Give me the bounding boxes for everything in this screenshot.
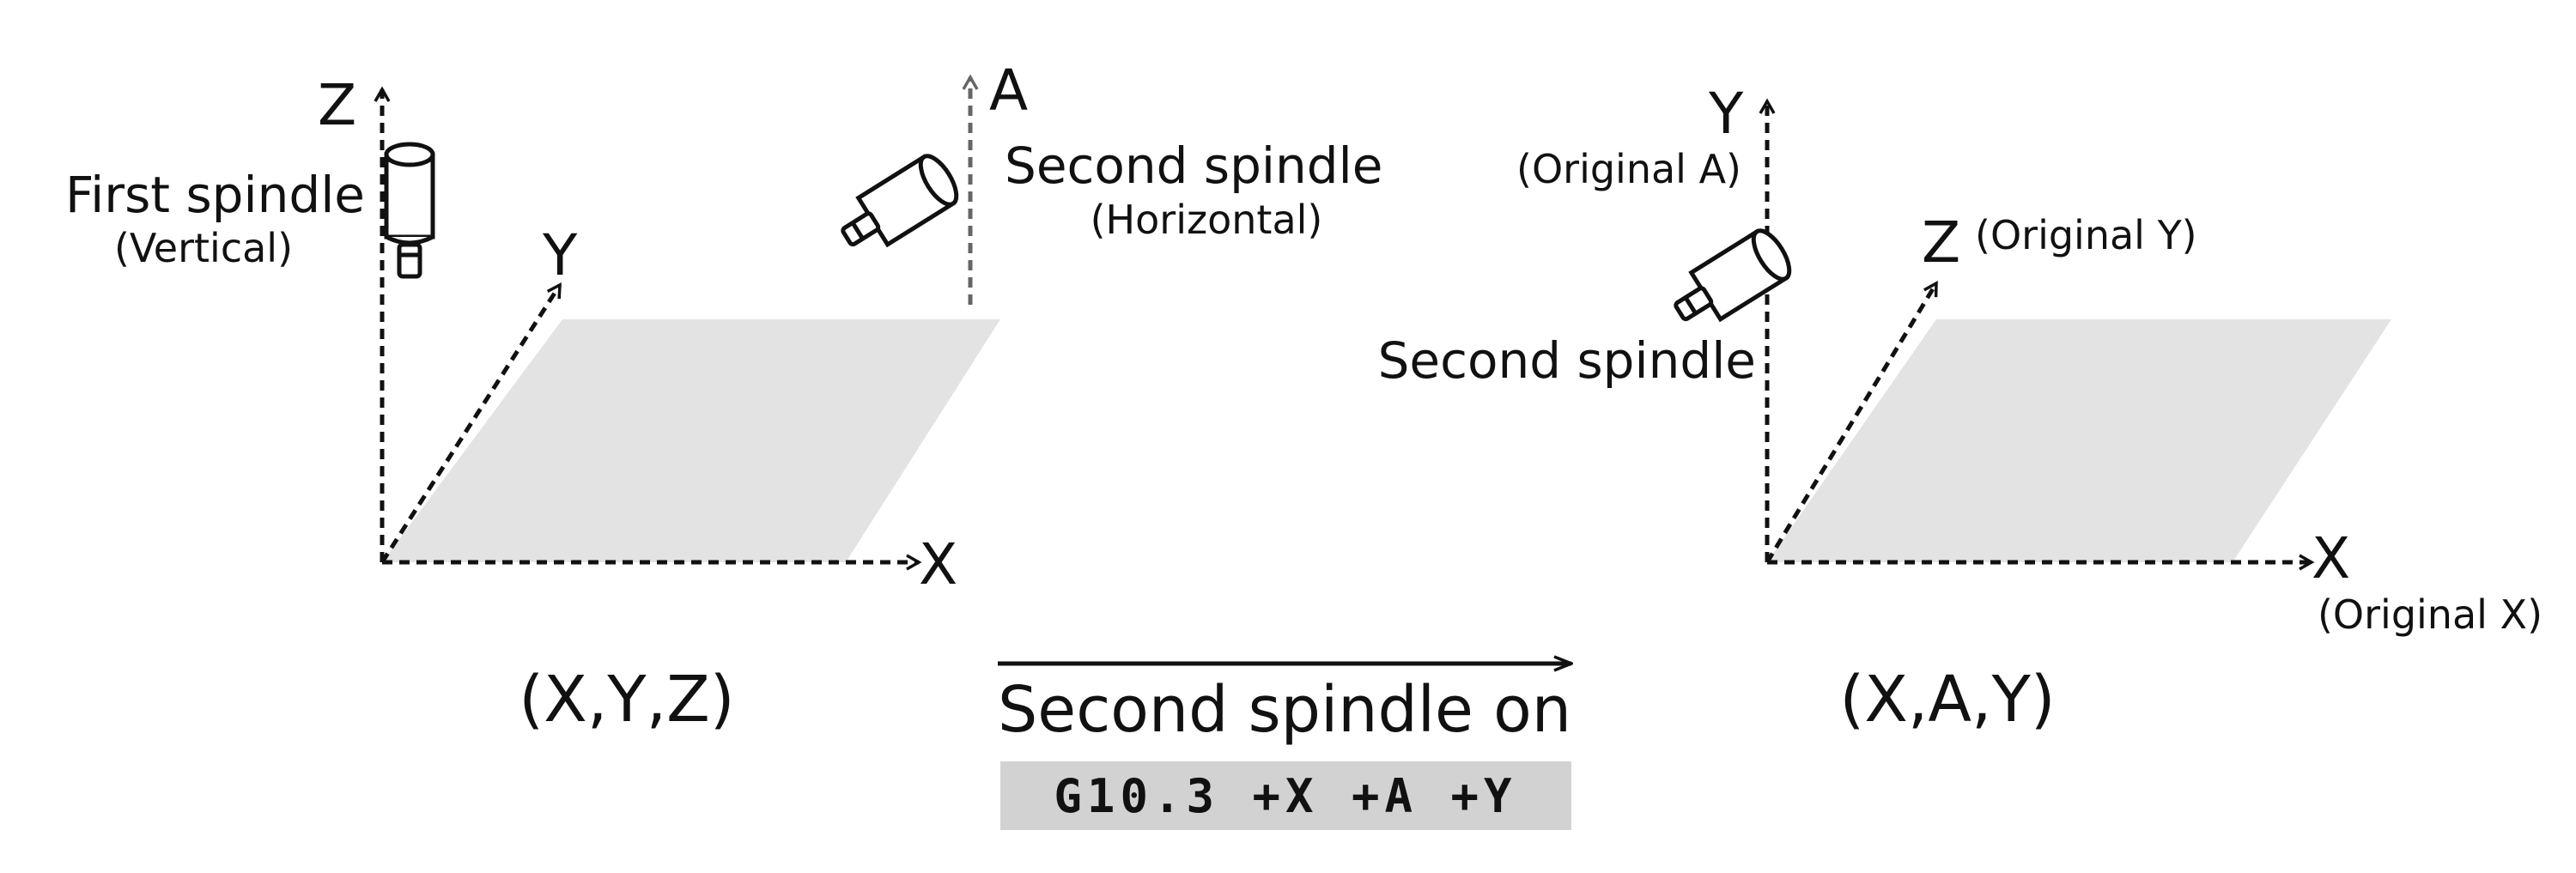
left-y-axis-line [380, 282, 562, 564]
left-a-axis-label: A [989, 58, 1028, 124]
right-coords-label: (X,A,Y) [1839, 663, 2055, 737]
right-y-axis-note: (Original A) [1516, 146, 1741, 192]
first-spindle-label: First spindle [65, 166, 365, 224]
transition: Second spindle on G10.3 +X +A +Y [998, 664, 1571, 830]
right-x-axis-label: X [2312, 525, 2350, 591]
left-z-axis-label: Z [318, 72, 356, 138]
right-z-axis-line [1765, 280, 1939, 564]
first-spindle-icon [384, 142, 435, 279]
right-work-plane [1767, 319, 2391, 562]
left-x-axis-label: X [919, 531, 957, 597]
command-box [1000, 761, 1571, 830]
right-y-axis-label: Y [1708, 81, 1744, 147]
first-spindle-note: (Vertical) [114, 225, 293, 271]
left-y-axis-label: Y [542, 222, 578, 288]
left-coordinate-system: Z Y X A First spindle (Vertical) Second … [65, 58, 1382, 737]
left-second-spindle-note: (Horizontal) [1091, 197, 1323, 243]
right-z-axis-note: (Original Y) [1975, 212, 2197, 258]
right-coordinate-system: Y (Original A) Z (Original Y) X (Origina… [1378, 81, 2543, 737]
left-second-spindle-icon [841, 154, 959, 248]
left-coords-label: (X,Y,Z) [519, 663, 734, 737]
command-text: G10.3 +X +A +Y [1054, 769, 1516, 823]
transition-label: Second spindle on [998, 673, 1571, 747]
right-second-spindle-icon [1674, 228, 1792, 323]
left-work-plane [382, 319, 1000, 562]
left-second-spindle-label: Second spindle [1005, 136, 1382, 195]
right-second-spindle-label: Second spindle [1378, 331, 1756, 390]
right-x-axis-note: (Original X) [2318, 591, 2543, 638]
right-z-axis-label: Z [1922, 209, 1960, 276]
